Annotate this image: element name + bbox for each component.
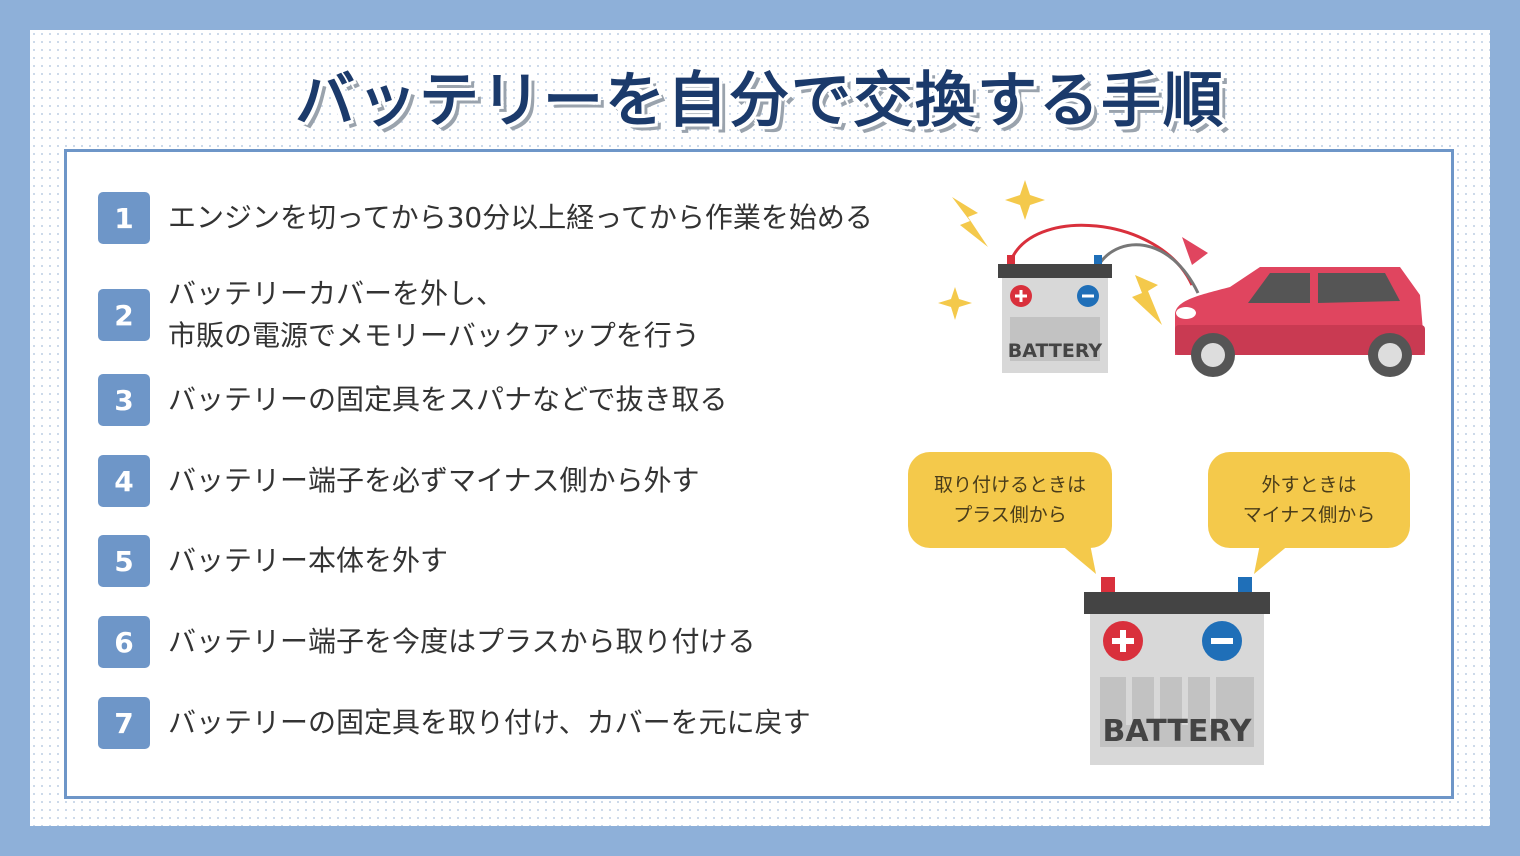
step-2: 2 バッテリーカバーを外し、市販の電源でメモリーバックアップを行う xyxy=(98,273,700,357)
step-6: 6 バッテリー端子を今度はプラスから取り付ける xyxy=(98,616,755,668)
step-text: バッテリーの固定具を取り付け、カバーを元に戻す xyxy=(168,706,811,739)
battery-large-illustration: BATTERY xyxy=(1084,577,1270,765)
battery-label: BATTERY xyxy=(1008,340,1103,362)
bubble-tail-right xyxy=(1254,544,1290,574)
step-text: バッテリー端子を必ずマイナス側から外す xyxy=(168,464,700,497)
step-number: 5 xyxy=(98,535,150,587)
step-number: 2 xyxy=(98,289,150,341)
battery-icon: BATTERY xyxy=(1084,577,1270,765)
jump-illustration: BATTERY xyxy=(938,180,1425,377)
page-title: バッテリーを自分で交換する手順 xyxy=(295,66,1225,136)
step-7: 7 バッテリーの固定具を取り付け、カバーを元に戻す xyxy=(98,697,811,749)
step-5: 5 バッテリー本体を外す xyxy=(98,535,448,587)
car-icon xyxy=(1175,237,1425,377)
step-3: 3 バッテリーの固定具をスパナなどで抜き取る xyxy=(98,374,727,426)
step-text: エンジンを切ってから30分以上経ってから作業を始める xyxy=(168,201,873,234)
step-number: 1 xyxy=(98,192,150,244)
battery-icon: BATTERY xyxy=(998,255,1112,373)
step-text: バッテリーの固定具をスパナなどで抜き取る xyxy=(168,383,728,416)
step-4: 4 バッテリー端子を必ずマイナス側から外す xyxy=(98,455,699,507)
step-1: 1 エンジンを切ってから30分以上経ってから作業を始める xyxy=(98,192,873,244)
step-number: 6 xyxy=(98,616,150,668)
bubble-plus: 取り付けるときは プラス側から xyxy=(908,452,1112,548)
spark-icon xyxy=(938,180,1045,320)
step-number: 3 xyxy=(98,374,150,426)
step-number: 4 xyxy=(98,455,150,507)
step-text: バッテリー端子を今度はプラスから取り付ける xyxy=(168,625,756,658)
battery-label: BATTERY xyxy=(1102,714,1252,749)
step-text: バッテリー本体を外す xyxy=(168,544,449,577)
bubble-minus: 外すときは マイナス側から xyxy=(1208,452,1410,548)
bubble-tail-left xyxy=(1060,544,1096,574)
step-number: 7 xyxy=(98,697,150,749)
step-text: バッテリーカバーを外し、市販の電源でメモリーバックアップを行う xyxy=(168,277,700,352)
lightning-icon xyxy=(952,197,1162,325)
